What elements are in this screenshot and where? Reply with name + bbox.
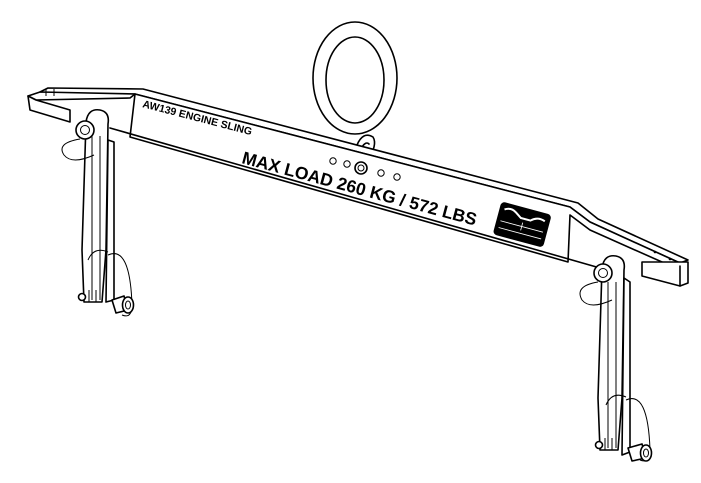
left-hanger-arm — [61, 108, 135, 317]
lifting-ring — [312, 21, 398, 174]
id-plate — [493, 202, 551, 247]
right-hanger-arm — [579, 254, 653, 462]
